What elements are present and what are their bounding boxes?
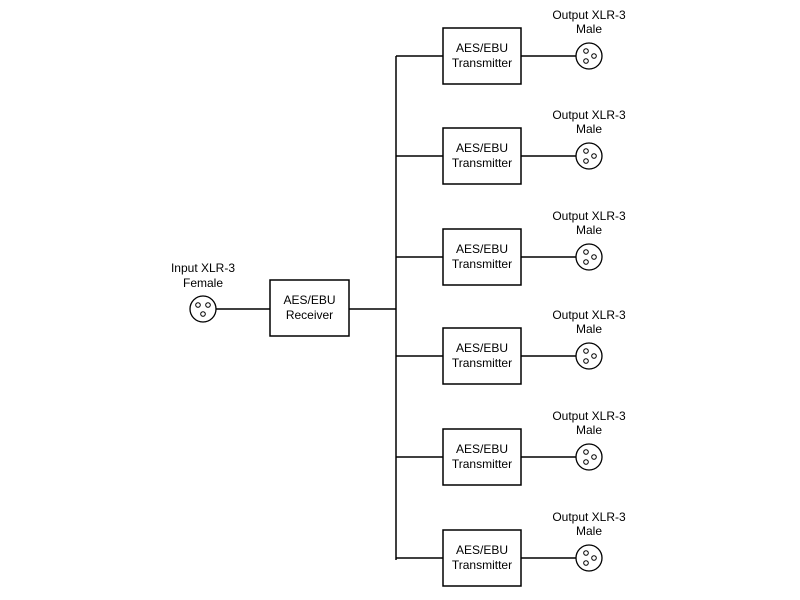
transmitter-label-line1: AES/EBU (456, 141, 508, 155)
transmitter-label-line1: AES/EBU (456, 442, 508, 456)
output-label-line2: Male (576, 423, 602, 437)
transmitter-label-line1: AES/EBU (456, 242, 508, 256)
output-label-line1: Output XLR-3 (552, 409, 626, 423)
input-label-line2: Female (183, 276, 223, 290)
output-label-line1: Output XLR-3 (552, 209, 626, 223)
output-label-line1: Output XLR-3 (552, 8, 626, 22)
output-label-line1: Output XLR-3 (552, 510, 626, 524)
xlr-male-icon (575, 544, 603, 572)
output-label-line2: Male (576, 524, 602, 538)
xlr-male-icon (575, 142, 603, 170)
output-label-line2: Male (576, 122, 602, 136)
receiver-label-line2: Receiver (286, 308, 333, 322)
receiver-label-line1: AES/EBU (283, 293, 335, 307)
output-label-line1: Output XLR-3 (552, 308, 626, 322)
output-label-line2: Male (576, 223, 602, 237)
xlr-female-icon (189, 295, 217, 323)
xlr-male-icon (575, 342, 603, 370)
transmitter-label-line1: AES/EBU (456, 543, 508, 557)
transmitter-label-line2: Transmitter (452, 56, 512, 70)
transmitter-label-line2: Transmitter (452, 457, 512, 471)
transmitter-label-line2: Transmitter (452, 156, 512, 170)
input-connector: Input XLR-3 Female (171, 261, 235, 323)
transmitter-label-line2: Transmitter (452, 558, 512, 572)
output-label-line2: Male (576, 22, 602, 36)
xlr-male-icon (575, 443, 603, 471)
transmitter-label-line2: Transmitter (452, 257, 512, 271)
xlr-male-icon (575, 243, 603, 271)
output-label-line1: Output XLR-3 (552, 108, 626, 122)
transmitter-label-line1: AES/EBU (456, 341, 508, 355)
transmitter-label-line2: Transmitter (452, 356, 512, 370)
input-label-line1: Input XLR-3 (171, 261, 235, 275)
output-label-line2: Male (576, 322, 602, 336)
receiver-block: AES/EBU Receiver (269, 279, 350, 337)
transmitter-label-line1: AES/EBU (456, 41, 508, 55)
xlr-male-icon (575, 42, 603, 70)
